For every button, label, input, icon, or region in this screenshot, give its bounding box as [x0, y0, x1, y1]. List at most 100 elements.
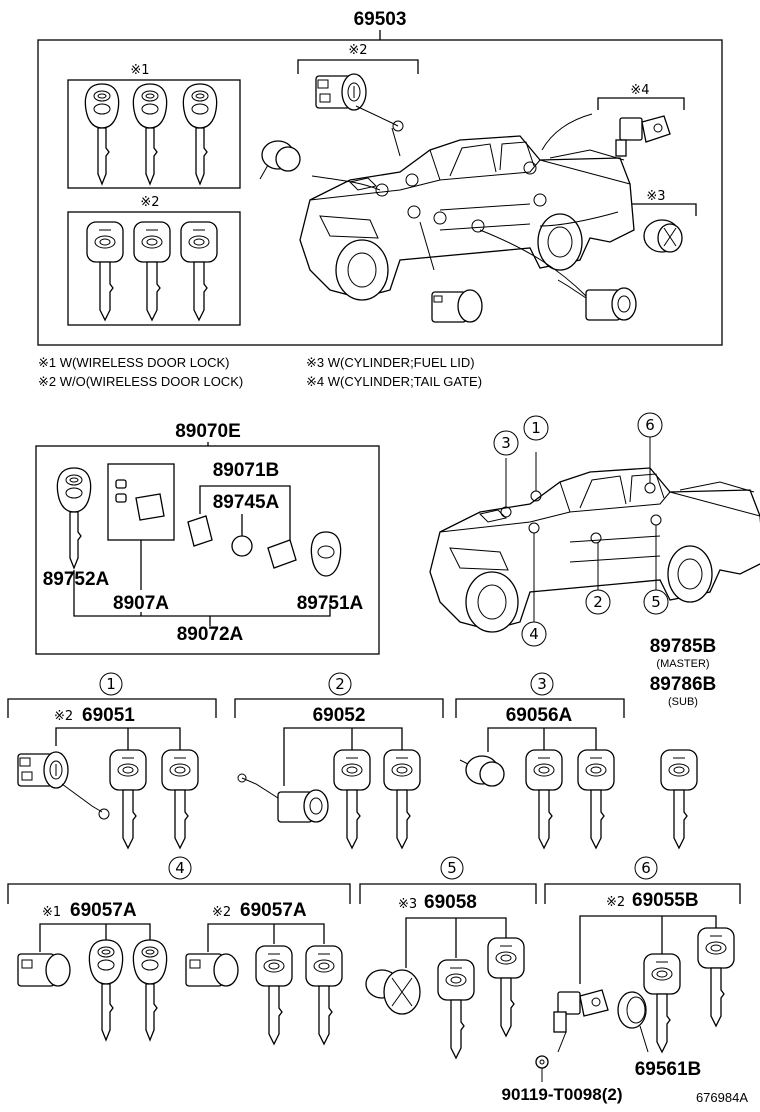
transmitter-board-icon: [115, 479, 165, 521]
remote-key-icon: [84, 83, 120, 185]
case-cover-icon: [267, 539, 297, 569]
arrow: [391, 127, 401, 157]
ignition-cylinder-icon: [17, 751, 110, 820]
transponder-key-icon: [255, 945, 293, 1045]
transponder-key-icon: [643, 953, 681, 1053]
part-69057A-nonwireless-label: 69057A: [240, 900, 307, 921]
transponder-key-icon: [333, 749, 371, 849]
transponder-key-icon: [383, 749, 421, 849]
location-marker-2: [585, 589, 611, 615]
battery-icon: [231, 535, 253, 557]
door-cylinder-icon: [459, 755, 505, 787]
door-lock-cylinder-icon: [185, 953, 239, 987]
cylinder-cap-icon: [617, 991, 647, 1029]
set-marker-3: [530, 672, 554, 696]
part-69561B-label: 69561B: [635, 1059, 702, 1080]
set-number-5: 5: [447, 859, 457, 877]
location-number-5: 5: [651, 593, 661, 611]
part-69503-label: 69503: [354, 9, 407, 30]
arrow: [419, 221, 435, 271]
door-lock-cylinder-icon: [431, 289, 483, 323]
remote-cover-icon: [310, 531, 342, 577]
legend-note-2: ※2 W/O(WIRELESS DOOR LOCK): [38, 374, 243, 389]
set-5-mark: ※3: [398, 897, 417, 912]
transponder-key-icon: [525, 749, 563, 849]
transponder-key-icon: [437, 959, 475, 1059]
set-marker-6: [634, 856, 658, 880]
transponder-key-icon: [161, 749, 199, 849]
part-89071B-label: 89071B: [213, 460, 280, 481]
transponder-key-icon: [305, 945, 343, 1045]
remote-key-icon: [88, 939, 124, 1041]
location-number-3: 3: [501, 434, 511, 452]
location-marker-1: [523, 415, 549, 441]
arrow: [479, 229, 587, 297]
remote-key-icon: [132, 83, 168, 185]
ignition-cylinder-icon: [315, 73, 404, 132]
set-marker-1: [99, 672, 123, 696]
door-lock-cylinder-icon: [237, 773, 329, 823]
bracket: [623, 203, 697, 216]
location-number-2: 2: [593, 593, 603, 611]
arrow: [541, 113, 593, 151]
set-1-mark: ※2: [54, 709, 73, 724]
location-marker-3: [493, 430, 519, 456]
sub-key-label: (SUB): [668, 696, 698, 708]
legend-note-4: ※4 W(CYLINDER;TAIL GATE): [306, 374, 482, 389]
part-89070E-label: 89070E: [175, 421, 241, 442]
note-mark-3: ※3: [646, 189, 665, 204]
door-lock-cylinder-icon: [17, 953, 71, 987]
blank-key-icon: [660, 749, 698, 849]
kit-89070E-frame: [35, 445, 380, 655]
set-4b-mark: ※2: [212, 905, 231, 920]
set-number-6: 6: [641, 859, 651, 877]
part-69052-label: 69052: [313, 705, 366, 726]
note-mark-2: ※2: [140, 195, 159, 210]
transponder-key-icon: [86, 221, 124, 321]
transponder-key-icon: [180, 221, 218, 321]
part-89786B-label: 89786B: [650, 674, 717, 695]
set-number-3: 3: [537, 675, 547, 693]
part-89745A-label: 89745A: [213, 492, 280, 513]
location-number-6: 6: [645, 416, 655, 434]
truck-icon: [299, 135, 635, 301]
remote-key-icon: [56, 467, 92, 569]
note-mark-2: ※2: [348, 43, 367, 58]
part-69055B-label: 69055B: [632, 890, 699, 911]
note-mark-1: ※1: [130, 63, 149, 78]
part-89785B-label: 89785B: [650, 636, 717, 657]
legend-note-1: ※1 W(WIRELESS DOOR LOCK): [38, 355, 229, 370]
part-89751A-label: 89751A: [297, 593, 364, 614]
keyset-nonwireless-box: [67, 211, 241, 326]
part-69056A-label: 69056A: [506, 705, 573, 726]
set-marker-4: [168, 856, 192, 880]
master-key-label: (MASTER): [656, 658, 709, 670]
door-cylinder-icon: [259, 140, 301, 180]
bracket: [597, 97, 685, 110]
figure-id: 676984A: [696, 1090, 748, 1105]
screw-icon: [535, 1055, 549, 1069]
part-69057A-wireless-label: 69057A: [70, 900, 137, 921]
transponder-key-icon: [133, 221, 171, 321]
part-69051-label: 69051: [82, 705, 135, 726]
part-90119-T0098-label: 90119-T0098(2): [502, 1085, 623, 1104]
part-69058-label: 69058: [424, 892, 477, 913]
transponder-key-icon: [697, 927, 735, 1027]
set-number-2: 2: [335, 675, 345, 693]
location-number-1: 1: [531, 419, 541, 437]
fuel-lid-cylinder-icon: [643, 219, 683, 253]
transponder-key-icon: [577, 749, 615, 849]
location-marker-6: [637, 412, 663, 438]
master-key-icon: [487, 937, 525, 1037]
set-number-1: 1: [106, 675, 116, 693]
set-6-mark: ※2: [606, 895, 625, 910]
tailgate-cylinder-icon: [553, 989, 609, 1053]
fuel-lid-cylinder-icon: [365, 969, 421, 1015]
set-4a-mark: ※1: [42, 905, 61, 920]
remote-key-icon: [182, 83, 218, 185]
transponder-key-icon: [109, 749, 147, 849]
location-marker-4: [521, 621, 547, 647]
assembly-69503-frame: [37, 39, 723, 346]
arrow: [311, 175, 381, 191]
